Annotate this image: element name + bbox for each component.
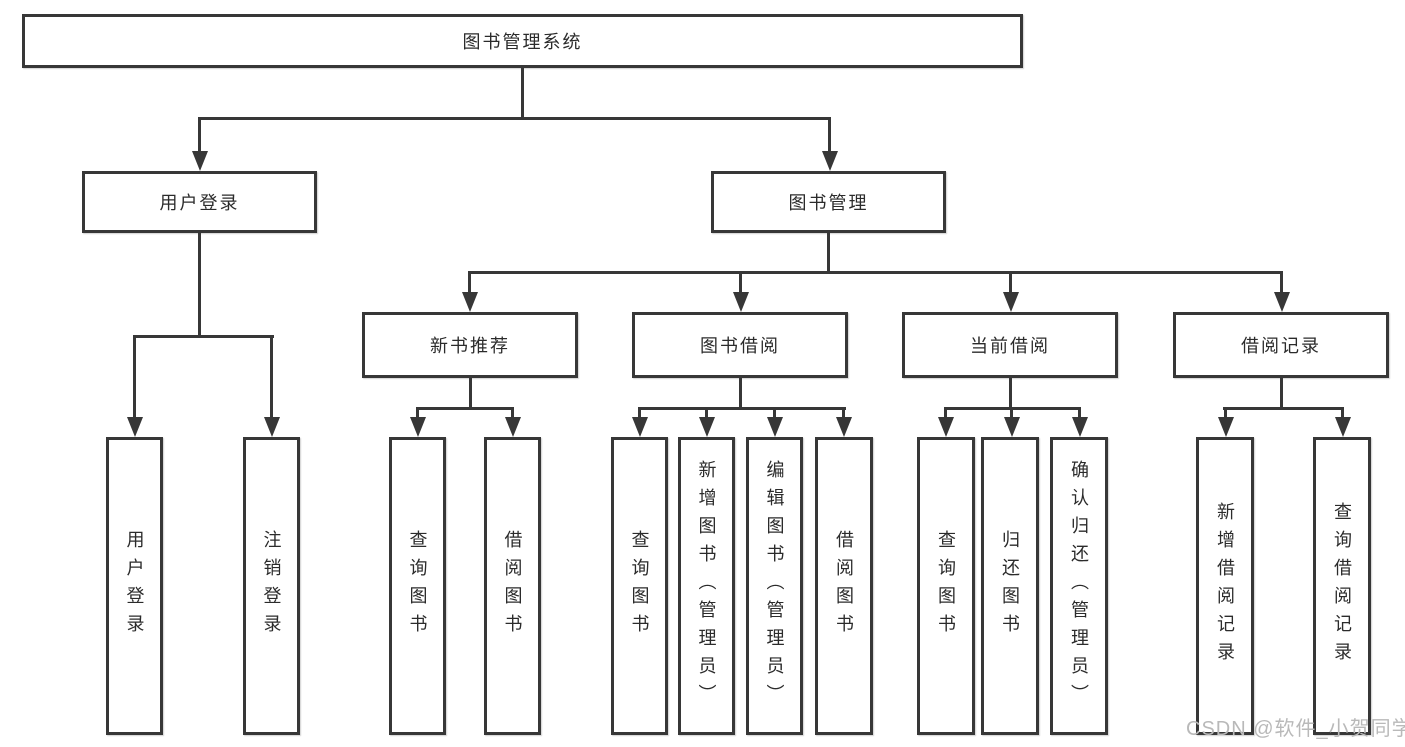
leaf-borrow-add-books-admin: 新增图书（管理员） (678, 437, 735, 735)
arrow-down-icon (504, 407, 521, 437)
arrow-down-icon (1071, 407, 1088, 437)
leaf-current-return-books: 归还图书 (981, 437, 1039, 735)
connector-line (827, 233, 830, 271)
arrow-down-icon (1273, 271, 1290, 312)
arrow-down-icon (631, 407, 648, 437)
watermark-csdn: CSDN @软件_小贺同学 (1186, 718, 1405, 740)
node-book-borrow: 图书借阅 (632, 312, 848, 378)
arrow-down-icon (263, 335, 280, 437)
leaf-records-query-record: 查询借阅记录 (1313, 437, 1371, 735)
node-library-system: 图书管理系统 (22, 14, 1023, 68)
node-borrow-records: 借阅记录 (1173, 312, 1389, 378)
arrow-down-icon (937, 407, 954, 437)
leaf-recommend-borrow-books: 借阅图书 (484, 437, 541, 735)
leaf-records-add-record: 新增借阅记录 (1196, 437, 1254, 735)
connector-line (133, 335, 274, 338)
arrow-down-icon (191, 117, 208, 171)
leaf-user-login: 用户登录 (106, 437, 163, 735)
connector-line (739, 378, 742, 407)
node-current-borrow: 当前借阅 (902, 312, 1118, 378)
connector-line (521, 68, 524, 117)
connector-line (468, 271, 1282, 274)
leaf-current-confirm-return-admin: 确认归还（管理员） (1050, 437, 1108, 735)
connector-line (416, 407, 514, 410)
connector-line (1280, 378, 1283, 407)
leaf-logout: 注销登录 (243, 437, 300, 735)
arrow-down-icon (1003, 407, 1020, 437)
connector-line (469, 378, 472, 407)
arrow-down-icon (409, 407, 426, 437)
connector-line (638, 407, 846, 410)
arrow-down-icon (766, 407, 783, 437)
node-new-book-recommend: 新书推荐 (362, 312, 578, 378)
arrow-down-icon (1217, 407, 1234, 437)
leaf-borrow-borrow-books: 借阅图书 (815, 437, 873, 735)
arrow-down-icon (1334, 407, 1351, 437)
leaf-borrow-edit-books-admin: 编辑图书（管理员） (746, 437, 803, 735)
connector-line (198, 117, 831, 120)
arrow-down-icon (1002, 271, 1019, 312)
node-book-management: 图书管理 (711, 171, 946, 233)
node-user-login: 用户登录 (82, 171, 317, 233)
arrow-down-icon (732, 271, 749, 312)
connector-line (1223, 407, 1344, 410)
connector-line (1009, 378, 1012, 407)
arrow-down-icon (126, 335, 143, 437)
arrow-down-icon (461, 271, 478, 312)
leaf-current-query-books: 查询图书 (917, 437, 975, 735)
leaf-recommend-query-books: 查询图书 (389, 437, 446, 735)
arrow-down-icon (698, 407, 715, 437)
arrow-down-icon (835, 407, 852, 437)
leaf-borrow-query-books: 查询图书 (611, 437, 668, 735)
connector-line (198, 233, 201, 335)
arrow-down-icon (821, 117, 838, 171)
